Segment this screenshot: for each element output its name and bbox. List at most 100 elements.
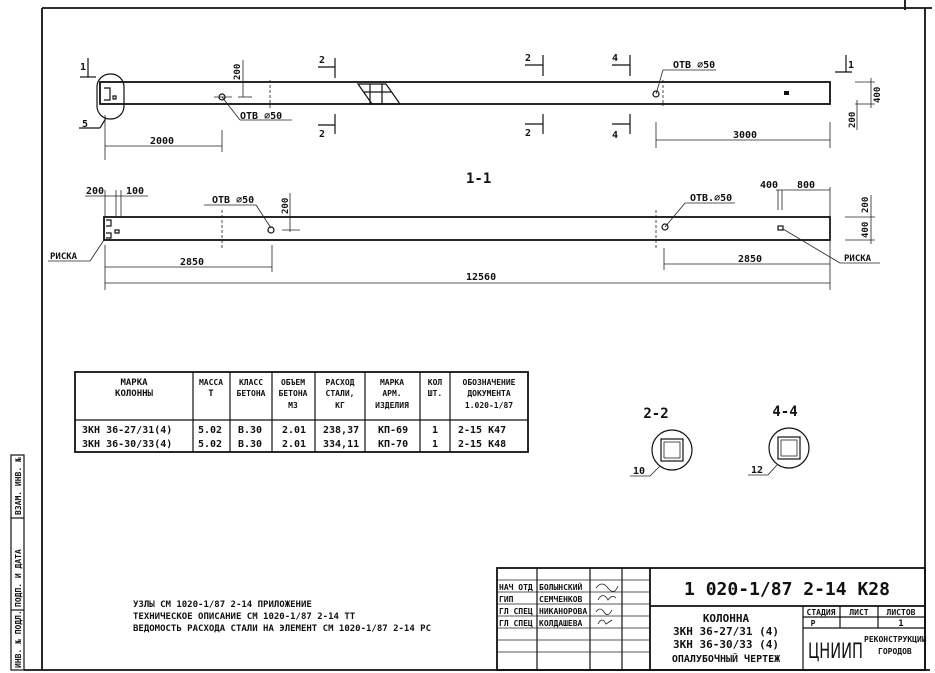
dim-2850-right: 2850 [738,254,762,265]
dim-2850-left: 2850 [180,257,204,268]
header-class-l2: БЕТОНА [237,389,266,398]
margin-stamp: ИНВ. № ПОДЛ. ПОДП. И ДАТА ВЗАМ. ИНВ. № [10,454,25,671]
org-logo-text: ЦНИИП [808,639,863,663]
title-line-4: ОПАЛУБОЧНЫЙ ЧЕРТЕЖ [672,652,780,665]
table-row: 3КН 36-30/33(4) 5.02 В.30 2.01 334,11 КП… [82,439,506,450]
org-line-1: РЕКОНСТРУКЦИИ [864,635,927,644]
header-doc-l2: ДОКУМЕНТА [467,389,511,398]
section-mark-1-left: 1 [80,62,86,73]
header-qty-l1: КОЛ [428,378,443,387]
signer-role-1: НАЧ ОТД [499,583,533,592]
document-number: 1 020-1/87 2-14 К28 [684,579,890,600]
dim-200-section: 200 [281,198,291,214]
sheet-header: ЛИСТ [849,608,868,617]
header-steel-l3: КГ [335,401,345,410]
section-mark-2-top-b: 2 [525,53,531,64]
dim-3000: 3000 [733,130,757,141]
signer-name-2: СЕМЧЕНКОВ [539,595,583,604]
title-block: НАЧ ОТД БОЛЫНСКИЙ ГИП СЕМЧЕНКОВ ГЛ СПЕЦ … [496,567,927,671]
section-mark-4-top: 4 [612,53,618,64]
cell-volume: 2.01 [282,425,306,436]
header-volume-l3: М3 [288,401,298,410]
stage-value: Р [811,619,816,628]
cell-doc: 2-15 К47 [458,425,506,436]
header-class-l1: КЛАСС [239,378,263,387]
header-doc-l1: ОБОЗНАЧЕНИЕ [463,378,516,387]
callout-12: 12 [751,465,763,476]
stamp-sign-date: ПОДП. И ДАТА [14,549,23,607]
stamp-replace-inv: ВЗАМ. ИНВ. № [14,457,23,515]
risk-label-left: РИСКА [50,252,78,262]
section-mark-4-bottom: 4 [612,130,618,141]
callout-10: 10 [633,466,645,477]
section-4-4-title: 4-4 [772,404,797,420]
specification-table: МАРКА КОЛОННЫ МАССА Т КЛАСС БЕТОНА ОБЪЕМ… [74,371,529,453]
dim-800: 800 [797,180,815,191]
cell-steel: 334,11 [323,439,359,450]
cell-class: В.30 [238,439,262,450]
cell-steel: 238,37 [323,425,359,436]
signatures [595,583,619,625]
header-steel-l1: РАСХОД [326,378,355,387]
cell-qty: 1 [432,425,438,436]
cell-mass: 5.02 [198,439,222,450]
section-mark-2-bottom-b: 2 [525,128,531,139]
header-qty-l2: ШТ. [428,389,442,398]
cell-mark: 3КН 36-30/33(4) [82,439,172,450]
dim-2000: 2000 [150,136,174,147]
hole-label-section-left: ОТВ ⌀50 [212,195,254,206]
note-2: ТЕХНИЧЕСКОЕ ОПИСАНИЕ СМ 1020-1/87 2-14 Т… [133,612,356,622]
org-line-2: ГОРОДОВ [878,647,912,656]
cell-doc: 2-15 К48 [458,439,506,450]
section-2-2-title: 2-2 [643,406,668,422]
signer-role-4: ГЛ СПЕЦ [499,619,533,628]
hole-label-right: ОТВ ⌀50 [673,60,715,71]
dim-100-end: 100 [126,186,144,197]
title-line-2: 3КН 36-27/31 (4) [673,625,779,638]
dim-200-end: 200 [86,186,104,197]
table-row: 3КН 36-27/31(4) 5.02 В.30 2.01 238,37 КП… [82,425,506,436]
signer-name-3: НИКАНОРОВА [539,607,587,616]
dim-400v-section: 400 [861,222,871,238]
stage-header: СТАДИЯ [807,608,836,617]
header-arm-l1: МАРКА [380,378,404,387]
section-mark-1-right: 1 [848,60,854,71]
header-steel-l2: СТАЛИ, [326,389,355,398]
stamp-inv-number: ИНВ. № ПОДЛ. [14,610,23,668]
hole-label-left: ОТВ ⌀50 [240,111,282,122]
title-line-3: 3КН 36-30/33 (4) [673,638,779,651]
dim-400-top: 400 [873,87,883,103]
sheets-header: ЛИСТОВ [887,608,916,617]
column-elevation-view: 5 1 1 ОТВ ⌀50 200 2 2 2 2 4 4 ОТВ ⌀50 [79,53,883,160]
detail-callout-5-outline [96,73,125,120]
cell-mass: 5.02 [198,425,222,436]
cell-mark: 3КН 36-27/31(4) [82,425,172,436]
title-line-1: КОЛОННА [703,612,750,625]
notes: УЗЛЫ СМ 1020-1/87 2-14 ПРИЛОЖЕНИЕ ТЕХНИЧ… [133,600,431,634]
signer-role-2: ГИП [499,595,514,604]
section-1-1-view: 1-1 200 100 ОТВ ⌀50 200 РИСКА 2850 12560… [48,171,880,290]
section-1-1-title: 1-1 [466,171,491,187]
hole-label-section-right: ОТВ.⌀50 [690,193,732,204]
dim-200v-section: 200 [861,197,871,213]
risk-label-right: РИСКА [844,254,872,264]
section-4-4: 4-4 12 [748,404,810,476]
header-mass-l2: Т [208,389,214,399]
header-volume-l1: ОБЪЕМ [281,378,305,387]
signer-name-1: БОЛЫНСКИЙ [539,581,583,592]
note-1: УЗЛЫ СМ 1020-1/87 2-14 ПРИЛОЖЕНИЕ [133,600,312,610]
signer-role-3: ГЛ СПЕЦ [499,607,533,616]
header-doc-l3: 1.020-1/87 [465,401,513,410]
section-mark-2-top-a: 2 [319,55,325,66]
sheet-frame [24,0,932,671]
sheets-value: 1 [898,619,903,629]
header-arm-l3: ИЗДЕЛИЯ [375,401,409,410]
dim-200-right: 200 [848,112,858,128]
cell-volume: 2.01 [282,439,306,450]
dim-200-top: 200 [233,64,243,80]
dim-12560: 12560 [466,272,496,283]
cell-qty: 1 [432,439,438,450]
callout-5: 5 [82,119,88,130]
cell-arm: КП-70 [378,439,408,450]
